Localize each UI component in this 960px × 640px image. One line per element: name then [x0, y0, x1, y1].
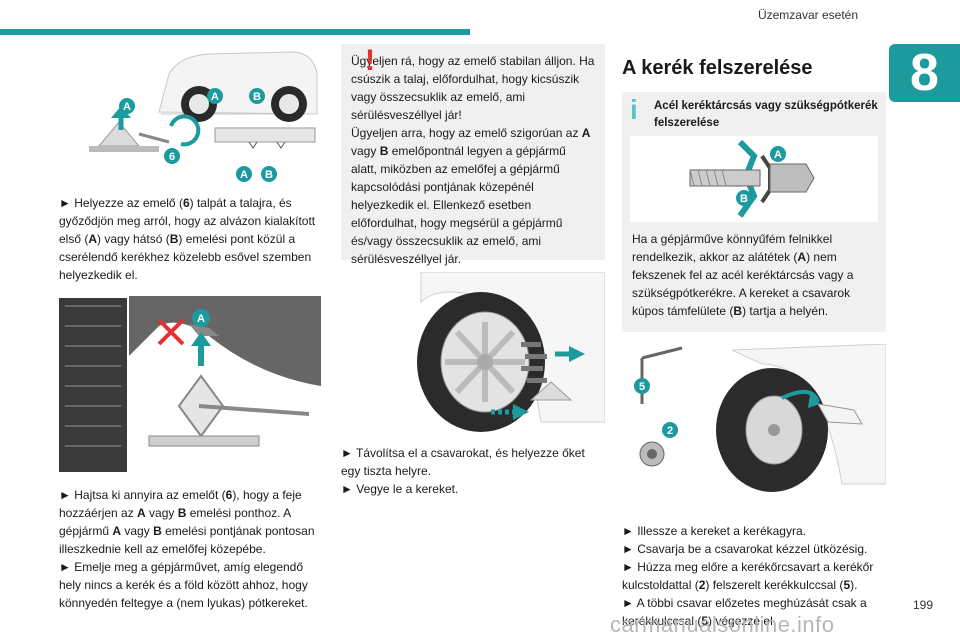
- page-number: 199: [912, 598, 933, 612]
- info-text: Ha a gépjárműve könnyűfém felnikkel rend…: [632, 232, 854, 318]
- svg-text:B: B: [265, 169, 273, 181]
- jack-under-sill-illustration: A: [59, 296, 321, 474]
- column-left: A A B 6 A B ► Helyezze az emelő (6) talp…: [59, 44, 321, 612]
- section-title: Üzemzavar esetén: [757, 8, 858, 22]
- jack-position-illustration: A A B 6 A B: [89, 51, 318, 182]
- step-remove-bolts: ► Távolítsa el a csavarokat, és helyezze…: [341, 446, 585, 478]
- svg-text:B: B: [253, 91, 261, 103]
- svg-text:A: A: [211, 91, 219, 103]
- svg-text:5: 5: [639, 381, 645, 393]
- chapter-badge: 8: [889, 44, 960, 102]
- warning-text-1: Ügyeljen rá, hogy az emelő stabilan állj…: [351, 54, 595, 122]
- label-b-badge-car: B: [249, 88, 265, 104]
- remove-wheel-illustration: [417, 272, 605, 432]
- label-b-badge-bolt: B: [736, 190, 752, 206]
- figure-bolt-detail: A B: [630, 136, 878, 222]
- label-a-badge-bolt: A: [770, 146, 786, 162]
- label-a2-badge: A: [236, 166, 252, 182]
- step-insert-bolts: ► Csavarja be a csavarokat kézzel ütközé…: [622, 542, 868, 556]
- step-raise-vehicle: ► Emelje meg a gépjárművet, amíg elegend…: [59, 560, 308, 610]
- watermark: carmanualsonline.info: [610, 612, 835, 637]
- label-a-badge-sill: A: [192, 309, 210, 327]
- label-a-badge-car: A: [207, 88, 223, 104]
- figure-fit-wheel: 5 2: [622, 344, 886, 494]
- svg-text:A: A: [197, 313, 205, 325]
- header-accent-bar: [0, 29, 470, 35]
- step-tighten-other-bolts: ► A többi csavar előzetes meghúzását csa…: [622, 596, 867, 628]
- column-middle: ! Ügyeljen rá, hogy az emelő stabilan ál…: [341, 44, 605, 498]
- warning-box: ! Ügyeljen rá, hogy az emelő stabilan ál…: [341, 44, 605, 266]
- label-b2-badge: B: [261, 166, 277, 182]
- svg-text:6: 6: [169, 151, 175, 163]
- svg-text:B: B: [740, 193, 748, 205]
- warning-text-2: Ügyeljen arra, hogy az emelő szigorúan a…: [351, 126, 591, 266]
- bolt-detail-illustration: A B: [630, 136, 878, 222]
- figure-jack-position: A A B 6 A B: [59, 44, 321, 184]
- figure-remove-wheel: [341, 272, 605, 434]
- column-right: A kerék felszerelése i Acél keréktárcsás…: [622, 44, 886, 630]
- page-heading: A kerék felszerelése: [622, 57, 813, 79]
- svg-text:A: A: [240, 169, 248, 181]
- step-fit-wheel: ► Illessze a kereket a kerékagyra.: [622, 524, 806, 538]
- svg-text:2: 2: [667, 425, 673, 437]
- info-box: i Acél keréktárcsás vagy szükségpótkerék…: [622, 92, 886, 332]
- step-remove-wheel: ► Vegye le a kereket.: [341, 482, 459, 496]
- label-6-badge: 6: [164, 148, 180, 164]
- svg-text:A: A: [774, 149, 782, 161]
- label-5-badge: 5: [634, 378, 650, 394]
- svg-text:A: A: [123, 101, 131, 113]
- fit-wheel-illustration: 5 2: [634, 344, 886, 492]
- info-icon: i: [630, 94, 638, 125]
- info-title: Acél keréktárcsás vagy szükségpótkerék f…: [654, 100, 878, 129]
- warning-icon: !: [365, 44, 375, 77]
- label-2-badge: 2: [662, 422, 678, 438]
- label-a-badge: A: [119, 98, 135, 114]
- step-tighten-lock-bolt: ► Húzza meg előre a kerékőrcsavart a ker…: [622, 560, 874, 592]
- figure-jack-under-sill: A: [59, 296, 321, 474]
- step-extend-jack: ► Hajtsa ki annyira az emelőt (6), hogy …: [59, 488, 315, 556]
- step-position-jack: ► Helyezze az emelő (6) talpát a talajra…: [59, 196, 316, 282]
